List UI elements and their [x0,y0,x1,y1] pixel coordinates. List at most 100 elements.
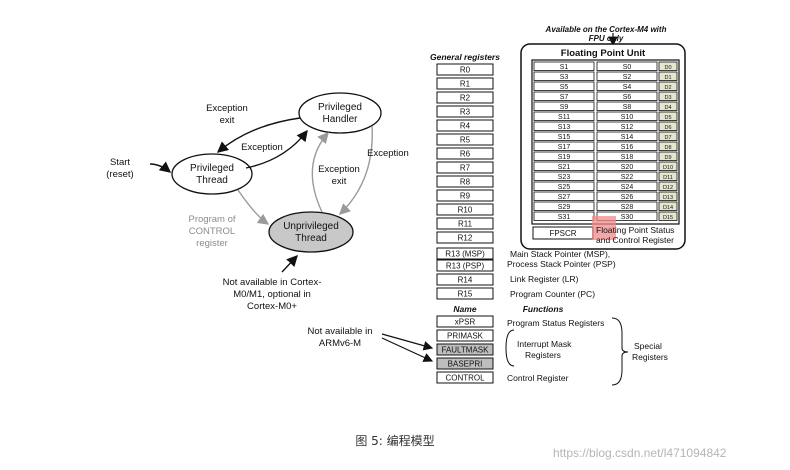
fpscr-highlight [592,216,616,240]
fpu-odd-label: S29 [558,204,571,211]
fpu-double-cell [658,191,678,201]
program-control-line1: Program of [189,214,236,225]
fpu-odd-label: S23 [558,174,571,181]
fpu-even-label: S28 [621,204,634,211]
note-armv6-line2: ARMv6-M [319,338,361,349]
special-register-label: FAULTMASK [442,346,490,355]
fpu-even-cell [596,191,658,201]
watermark: https://blog.csdn.net/l471094842 [553,446,727,460]
fpu-block: Available on the Cortex-M4 with FPU only… [520,25,686,250]
fpu-even-label: S10 [621,114,634,121]
exception-exit-top-line1: Exception [206,103,248,114]
register-label: R13 (PSP) [446,262,485,271]
fpu-even-cell [596,141,658,151]
register-label: R5 [460,136,471,145]
fpu-double-label: D7 [664,135,671,141]
fpu-odd-cell [533,171,595,181]
fpu-even-cell [596,81,658,91]
fpu-double-cell [658,181,678,191]
register-box [436,259,494,272]
fpu-even-cell [596,101,658,111]
privileged-handler-line2: Handler [322,114,358,125]
special-register-box [436,343,494,356]
fpu-odd-label: S11 [558,114,570,121]
general-registers-title: General registers [430,52,500,62]
fpu-odd-label: S15 [558,134,571,141]
register-label: R1 [460,80,471,89]
fpu-even-label: S26 [621,194,634,201]
special-register-label: PRIMASK [447,332,484,341]
register-box [436,175,494,188]
privileged-thread-node [171,153,253,195]
fpu-double-label: D9 [664,155,671,161]
control-register-arrow [237,189,270,225]
note-m0-arrow [281,254,298,273]
fpu-double-cell [658,121,678,131]
control-label: Control Register [507,373,569,383]
fpu-double-cell [658,201,678,211]
functions-header: Functions [523,304,564,314]
exception-mid-label: Exception [241,142,283,153]
fpu-note-line2: FPU only [589,34,624,43]
fpu-odd-cell [533,111,595,121]
unprivileged-thread-line2: Thread [295,233,327,244]
fpu-even-label: S6 [623,94,632,101]
fpu-double-cell [658,131,678,141]
fpu-double-cell [658,101,678,111]
fpu-even-label: S30 [621,214,634,221]
exception-exit-to-unprivileged-arrow [311,131,329,213]
exception-right-label: Exception [367,148,409,159]
register-label: R3 [460,108,471,117]
program-control-line2: CONTROL [189,226,235,237]
special-register-label: xPSR [455,318,476,327]
register-label: R7 [460,164,471,173]
register-box [436,105,494,118]
fpu-odd-label: S1 [560,64,569,71]
fpu-odd-cell [533,91,595,101]
start-label-line1: Start [110,157,130,168]
pc-label: Program Counter (PC) [510,289,595,299]
special-line1: Special [634,341,662,351]
register-label: R15 [458,290,473,299]
fpu-double-cell [658,151,678,161]
register-label: R14 [458,276,473,285]
register-box [436,231,494,244]
fpu-odd-cell [533,131,595,141]
note-m0-line3: Cortex-M0+ [247,301,297,312]
fpu-double-label: D11 [663,175,673,181]
privileged-thread-line2: Thread [196,175,228,186]
fpu-double-label: D2 [664,85,671,91]
fpu-even-cell [596,111,658,121]
register-box [436,287,494,300]
fpu-even-cell [596,181,658,191]
figure-caption: 图 5: 编程模型 [355,434,435,448]
fpu-even-label: S2 [623,74,632,81]
register-box [436,217,494,230]
fpu-odd-label: S3 [560,74,569,81]
register-box [436,133,494,146]
fpu-odd-cell [533,141,595,151]
register-label: R8 [460,178,471,187]
note-armv6-line1: Not available in [308,326,373,337]
note-m0-line1: Not available in Cortex- [223,277,322,288]
fpu-double-cell [658,71,678,81]
fpu-even-label: S14 [621,134,634,141]
fpu-even-cell [596,131,658,141]
register-label: R9 [460,192,471,201]
fpu-even-cell [596,171,658,181]
fpu-double-label: D15 [663,215,673,221]
fpscr-desc-line2: and Control Register [596,235,674,245]
register-box [436,247,494,260]
fpu-even-label: S0 [623,64,632,71]
note-m0-line2: M0/M1, optional in [233,289,311,300]
fpu-odd-label: S17 [558,144,571,151]
fpu-double-label: D10 [663,165,673,171]
start-label-line2: (reset) [106,169,133,180]
special-register-label: CONTROL [445,374,485,383]
fpu-even-label: S20 [621,164,634,171]
special-line2: Registers [632,352,668,362]
fpu-odd-label: S21 [558,164,571,171]
fpu-odd-label: S19 [558,154,571,161]
exception-exit-right-line1: Exception [318,164,360,175]
